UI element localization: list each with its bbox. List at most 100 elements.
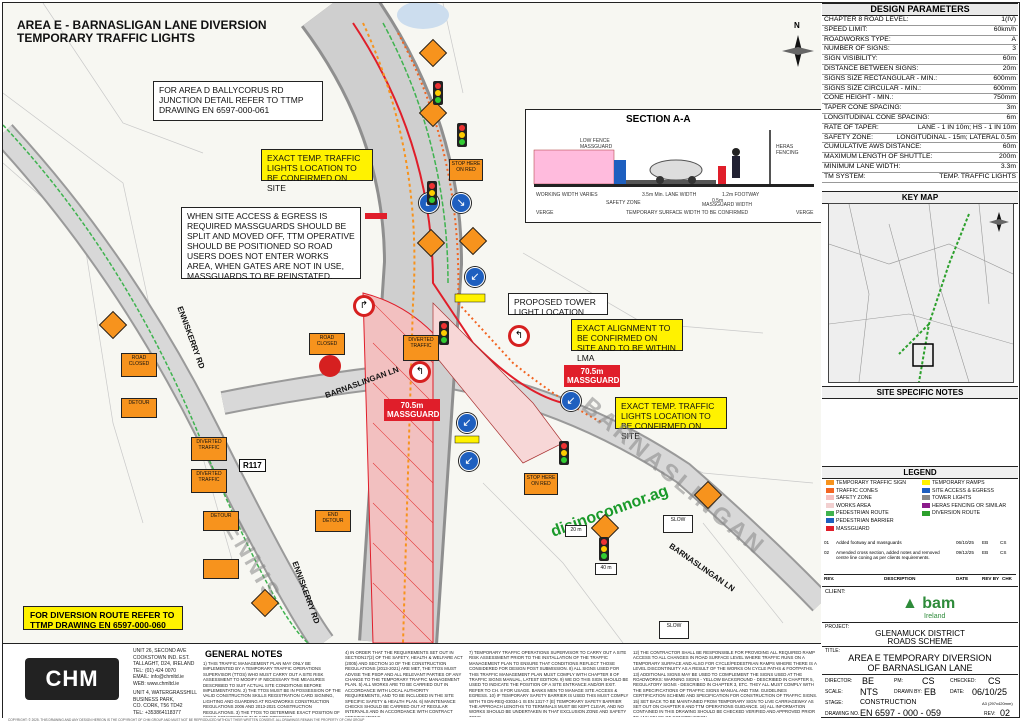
chk-header: CHK [1002,576,1012,581]
keep-left-sign-icon-4: ↙ [457,413,477,433]
legend-swatch [826,495,834,501]
pedestrian-barrier [382,22,449,284]
parameter-value: 1(IV) [1001,16,1016,23]
sheet-size: A3 (297x420mm) [982,701,1013,706]
area-d-reference-note: FOR AREA D BALLYCORUS RD JUNCTION DETAIL… [153,81,323,121]
legend-swatch [826,510,834,516]
massguard-block [365,213,387,219]
massguard-label-2: 70.5m MASSGUARD [384,399,440,421]
parameter-label: TAPER CONE SPACING: [824,104,902,112]
parameter-value: 600mm [993,84,1016,92]
general-notes-col-1: 1) THIS TRAFFIC MANAGEMENT PLAN MAY ONLY… [203,661,341,717]
parameter-label: SIGNS SIZE RECTANGULAR - MIN.: [824,74,938,82]
scale-label: SCALE: [825,689,843,695]
parameter-label: LONGITUDINAL CONE SPACING: [824,113,930,121]
parameter-label: CONE HEIGHT - MIN.: [824,94,894,102]
parameter-row: CONE HEIGHT - MIN.:750mm [822,94,1018,105]
road-closed-sign-2: ROAD CLOSED [309,333,345,355]
site-plan: AREA E - BARNASLIGAN LANE DIVERSION TEMP… [3,3,821,643]
chevron-board [454,293,486,303]
title-label: TITLE: [825,648,841,654]
parameter-value: 60m [1002,143,1016,151]
legend-swatch [826,525,834,531]
parameter-value: 3m [1006,104,1016,112]
legend-swatch [826,487,834,493]
parameter-row: LONGITUDINAL CONE SPACING: 6m [822,114,1018,124]
low-fence-label: LOW FENCE MASSGUARD [580,138,613,150]
legend-label: PEDESTRIAN BARRIER [836,518,894,524]
keep-left-sign-icon-5: ↙ [459,451,479,471]
detour-sign-1: DETOUR [121,398,157,418]
works-hatching [372,302,434,643]
legend-item: HERAS FENCING OR SIMILAR [922,503,1006,509]
general-notes-col-2: 4) IN ORDER THAT THE REQUIREMENTS SET OU… [345,650,463,717]
dim-05-label: 0.5m [712,198,724,204]
parameter-value: 600mm [993,74,1016,82]
rev-number: 02 [824,550,830,555]
parameter-label: ROADWORKS TYPE: [824,35,891,43]
parameter-label: SPEED LIMIT: [824,25,868,33]
stage-value: CONSTRUCTION [860,699,917,706]
project-line-2: ROADS SCHEME [887,637,953,646]
parameter-row: SPEED LIMIT:60km/h [822,26,1018,36]
pond [397,3,449,29]
scale-value: NTS [860,687,878,697]
director-label: DIRECTOR: [825,678,853,684]
legend-label: SAFETY ZONE [836,495,872,502]
heras-label: HERAS FENCING [776,144,799,156]
parameter-value: 60m [1002,55,1016,63]
stop-here-sign-2: STOP HERE ON RED [524,473,558,495]
parameter-label: SIGN VISIBILITY: [824,55,878,63]
parameter-label: CUMULATIVE AWS DISTANCE: [824,143,922,151]
legend-swatch [922,487,930,493]
drawn-label: DRAWN BY: [894,689,922,695]
chevron-board-2 [454,435,480,444]
end-detour-sign: END DETOUR [315,510,351,532]
parameter-row: TAPER CONE SPACING: 3m [822,104,1018,114]
diversion-reference-note: FOR DIVERSION ROUTE REFER TO TTMP DRAWIN… [23,606,183,630]
legend-swatch [922,480,930,486]
parameter-row: NUMBER OF SIGNS:3 [822,45,1018,56]
design-parameters-panel: DESIGN PARAMETERS CHAPTER 8 ROAD LEVEL:1… [822,3,1018,183]
site-notes-title: SITE SPECIFIC NOTES [822,386,1018,399]
project-line-1: GLENAMUCK DISTRICT [875,629,965,638]
revision-row-2: 02 Amended cross section, added notes an… [824,550,1016,560]
parameter-row: CHAPTER 8 ROAD LEVEL:1(IV) [822,16,1018,26]
temp-lights-note-1: EXACT TEMP. TRAFFIC LIGHTS LOCATION TO B… [261,149,373,193]
rev-check: CS [1000,540,1007,545]
no-entry-turn-sign-icon: ↰ [409,361,431,383]
distance-plate-20m: 20 m [565,525,587,537]
massguard-line [352,22,564,404]
parameter-value: 6m [1006,113,1016,121]
legend-label: TOWER LIGHTS [932,495,972,502]
road-ref-label: R117 [239,459,266,472]
client-box: CLIENT: ▲ bam Ireland [822,586,1018,623]
parameter-row: SIGN VISIBILITY: 60m [822,55,1018,65]
traffic-light-icon-2 [457,123,467,147]
general-notes-title: GENERAL NOTES [205,649,283,659]
traffic-light-icon-1 [433,81,443,105]
title-line-2: TEMPORARY TRAFFIC LIGHTS [17,31,195,45]
north-label: N [794,21,800,30]
traffic-light-icon-3 [427,181,437,205]
legend-item: PEDESTRIAN BARRIER [826,518,894,524]
client-logo: ▲ bam [902,595,956,612]
parameter-row: DISTANCE BETWEEN SIGNS:20m [822,65,1018,75]
pm-label: PM: [894,678,903,684]
company-address-2: UNIT 4, WATERGRASSHILL BUSINESS PARK, CO… [133,690,198,716]
legend-label: WORKS AREA [836,502,871,509]
parameter-value: LANE - 1 IN 10m; HS - 1 IN 10m [917,123,1016,131]
rev-check: CS [1000,550,1007,555]
parameter-value: 200m [998,153,1016,161]
legend-swatch [826,502,834,508]
design-parameters-title: DESIGN PARAMETERS [822,3,1018,16]
rev-number: 01 [824,540,830,545]
general-notes-strip: CHM UNIT 26, SECOND AVE COOKSTOWN IND. E… [3,643,821,719]
parameter-label: MAXIMUM LENGTH OF SHUTTLE: [824,153,933,161]
drawing-title: AREA E - BARNASLIGAN LANE DIVERSION TEMP… [17,19,267,45]
title-line-b: OF BARNASLIGAN LANE [867,663,973,673]
traffic-light-icon-5 [599,537,609,561]
section-title: SECTION A-A [626,114,691,125]
meta-box: DIRECTOR: BE PM: CS CHECKED: CS SCALE: N… [822,674,1018,719]
company-address-1: UNIT 26, SECOND AVE COOKSTOWN IND. EST. … [133,648,195,687]
